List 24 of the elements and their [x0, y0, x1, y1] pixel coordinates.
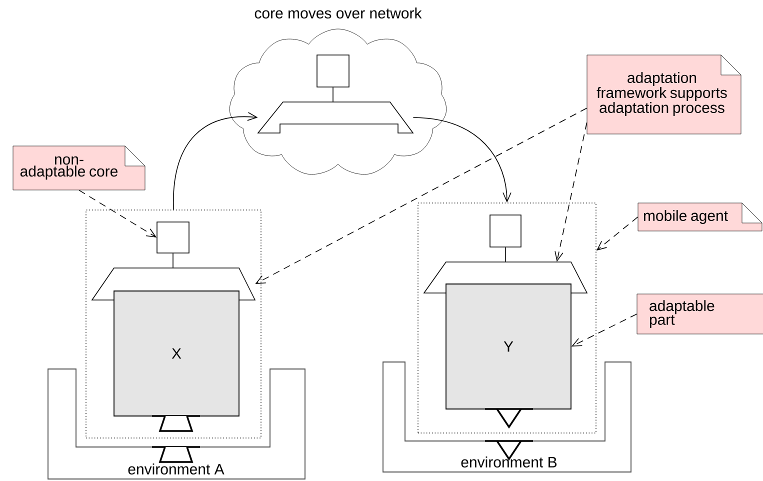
part-box: X — [114, 290, 240, 432]
note-box: adaptable part — [636, 294, 763, 334]
core-square — [156, 222, 190, 254]
node-label: core moves over network — [254, 7, 422, 18]
note-box: non-adaptable core — [12, 146, 146, 190]
arrow — [596, 216, 638, 251]
dotted-box — [418, 202, 596, 434]
part-box: Y — [446, 284, 572, 429]
environment-drawing: environment A — [48, 368, 306, 480]
connector-line — [505, 247, 506, 262]
connector-line — [172, 253, 174, 268]
core-square — [490, 214, 522, 248]
arrow — [255, 108, 588, 284]
environment-drawing: environment B — [382, 362, 632, 472]
core-square — [316, 54, 350, 88]
arrow — [173, 112, 258, 210]
arrow — [78, 190, 157, 238]
arrow — [554, 122, 588, 262]
dotted-box — [86, 210, 262, 438]
note-box: adaptation framework supports adaptation process — [586, 54, 742, 134]
arrow — [571, 314, 638, 346]
arrow — [412, 117, 512, 203]
connector-line — [332, 87, 334, 102]
note-box: mobile agent — [638, 202, 762, 232]
